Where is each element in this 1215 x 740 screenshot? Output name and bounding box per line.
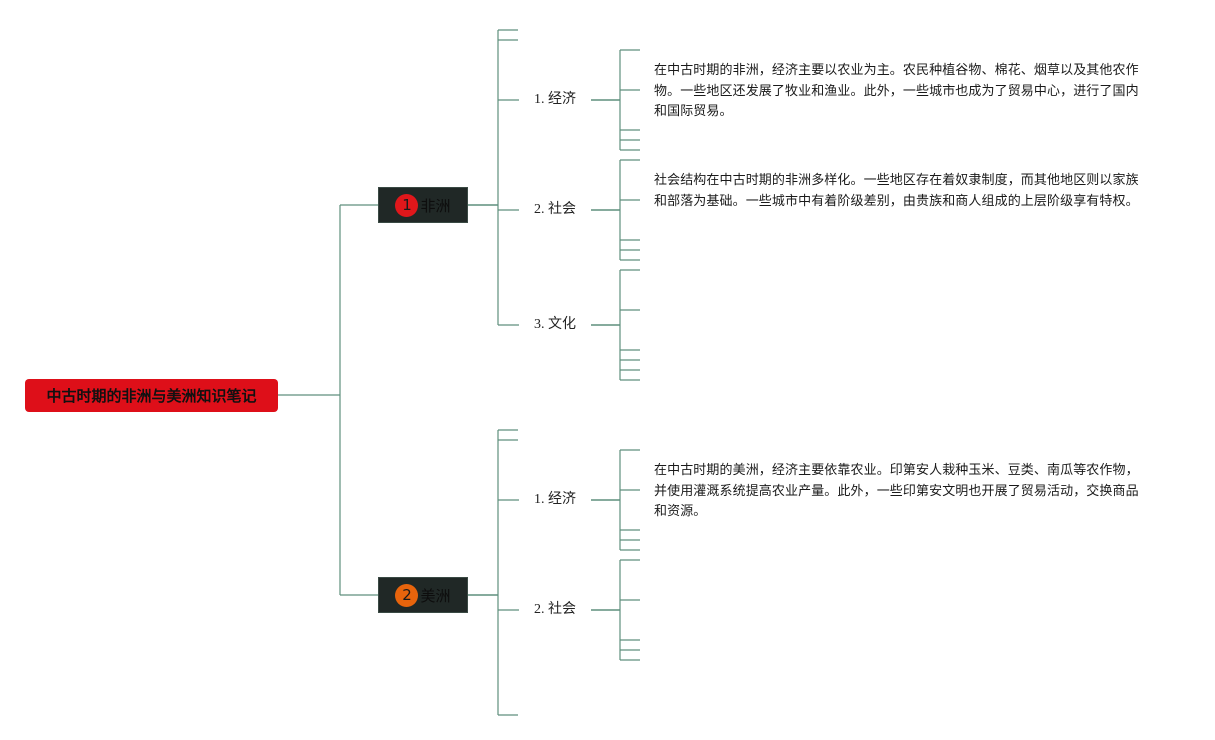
note-africa-society[interactable]: 社会结构在中古时期的非洲多样化。一些地区存在着奴隶制度，而其他地区则以家族和部落… [654, 173, 1139, 209]
root-node[interactable]: 中古时期的非洲与美洲知识笔记 [25, 379, 278, 412]
number-badge: 2 [395, 583, 419, 607]
root-title: 中古时期的非洲与美洲知识笔记 [46, 387, 257, 405]
topic-node-americas[interactable]: 2 美洲 [378, 577, 468, 613]
subtopic-africa-society[interactable]: 2. 社会 [534, 202, 576, 217]
subtopic-africa-economy[interactable]: 1. 经济 [534, 92, 576, 107]
note-americas-economy[interactable]: 在中古时期的美洲，经济主要依靠农业。印第安人栽种玉米、豆类、南瓜等农作物，并使用… [654, 463, 1139, 519]
topic-node-africa[interactable]: 1 非洲 [378, 187, 468, 223]
topic-label: 美洲 [420, 586, 451, 605]
subtopic-africa-culture[interactable]: 3. 文化 [534, 317, 576, 332]
number-badge: 1 [395, 193, 419, 217]
topic-label: 非洲 [420, 196, 451, 215]
note-africa-economy[interactable]: 在中古时期的非洲，经济主要以农业为主。农民种植谷物、棉花、烟草以及其他农作物。一… [654, 63, 1139, 119]
subtopic-americas-economy[interactable]: 1. 经济 [534, 492, 576, 507]
subtopic-americas-society[interactable]: 2. 社会 [534, 602, 576, 617]
